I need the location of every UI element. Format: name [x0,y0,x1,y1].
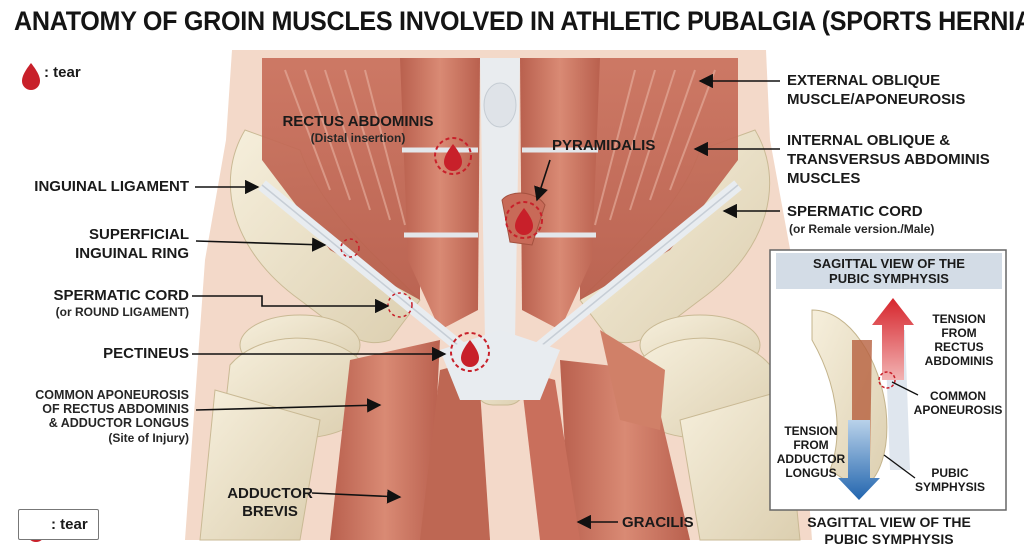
inset-label-pubic-symphysis: PUBIC SYMPHYSIS [905,466,995,494]
label-superficial-ring-1: SUPERFICIAL [6,226,189,243]
inset-caption-line-1: SAGITTAL VIEW OF THE [776,514,1002,531]
label-pyramidalis: PYRAMIDALIS [552,137,655,154]
label-common-aponeurosis-3: & ADDUCTOR LONGUS [6,416,189,430]
label-spermatic-cord-right: SPERMATIC CORD [787,203,923,220]
label-common-aponeurosis-2: OF RECTUS ABDOMINIS [6,402,189,416]
inset-text: COMMON [912,389,1004,403]
rectus-abdominis-muscle [400,58,600,340]
label-rectus-abdominis-sub: (Distal insertion) [268,131,448,145]
inset-header: SAGITTAL VIEW OF THE PUBIC SYMPHYSIS [776,253,1002,289]
tear-drop-icon [22,63,40,90]
label-rectus-abdominis: RECTUS ABDOMINIS [268,113,448,130]
legend-bottom: : tear [18,509,99,540]
label-common-aponeurosis-1: COMMON APONEUROSIS [6,388,189,402]
label-spermatic-cord-left-sub: (or ROUND LIGAMENT) [6,305,189,319]
inset-text: PUBIC [905,466,995,480]
label-internal-oblique-1: INTERNAL OBLIQUE & [787,132,950,149]
page-title: ANATOMY OF GROIN MUSCLES INVOLVED IN ATH… [14,6,940,37]
inset-caption-line-2: PUBIC SYMPHYSIS [776,531,1002,548]
inset-text: SYMPHYSIS [905,480,995,494]
label-spermatic-cord-left: SPERMATIC CORD [6,287,189,304]
inset-label-common-aponeurosis: COMMON APONEUROSIS [912,389,1004,417]
label-common-aponeurosis-4: (Site of Injury) [6,431,189,445]
label-pectineus: PECTINEUS [6,345,189,362]
label-superficial-ring-2: INGUINAL RING [6,245,189,262]
label-gracilis: GRACILIS [622,514,694,531]
inset-label-tension-adductor: TENSION FROM ADDUCTOR LONGUS [776,424,846,480]
inset-text: TENSION [920,312,998,326]
inset-text: APONEUROSIS [912,403,1004,417]
inset-header-line-2: PUBIC SYMPHYSIS [813,271,965,286]
label-adductor-brevis-2: BREVIS [215,503,325,520]
legend-label: : tear [51,516,88,533]
label-adductor-brevis-1: ADDUCTOR [215,485,325,502]
label-internal-oblique-3: MUSCLES [787,170,860,187]
label-external-oblique-2: MUSCLE/APONEUROSIS [787,91,965,108]
inset-header-line-1: SAGITTAL VIEW OF THE [813,256,965,271]
legend-label: : tear [44,64,81,81]
inset-text: TENSION [776,424,846,438]
label-external-oblique-1: EXTERNAL OBLIQUE [787,72,940,89]
legend-top: : tear [44,64,81,81]
label-internal-oblique-2: TRANSVERSUS ABDOMINIS [787,151,990,168]
label-inguinal-ligament: INGUINAL LIGAMENT [6,178,189,195]
inset-text: FROM [776,438,846,452]
inset-label-tension-rectus: TENSION FROM RECTUS ABDOMINIS [920,312,998,368]
inset-text: ABDOMINIS [920,354,998,368]
inset-text: ADDUCTOR [776,452,846,466]
inset-text: FROM [920,326,998,340]
inset-text: RECTUS [920,340,998,354]
label-spermatic-cord-right-sub: (or Remale version./Male) [789,222,934,236]
inset-text: LONGUS [776,466,846,480]
inset-caption: SAGITTAL VIEW OF THE PUBIC SYMPHYSIS [776,514,1002,548]
